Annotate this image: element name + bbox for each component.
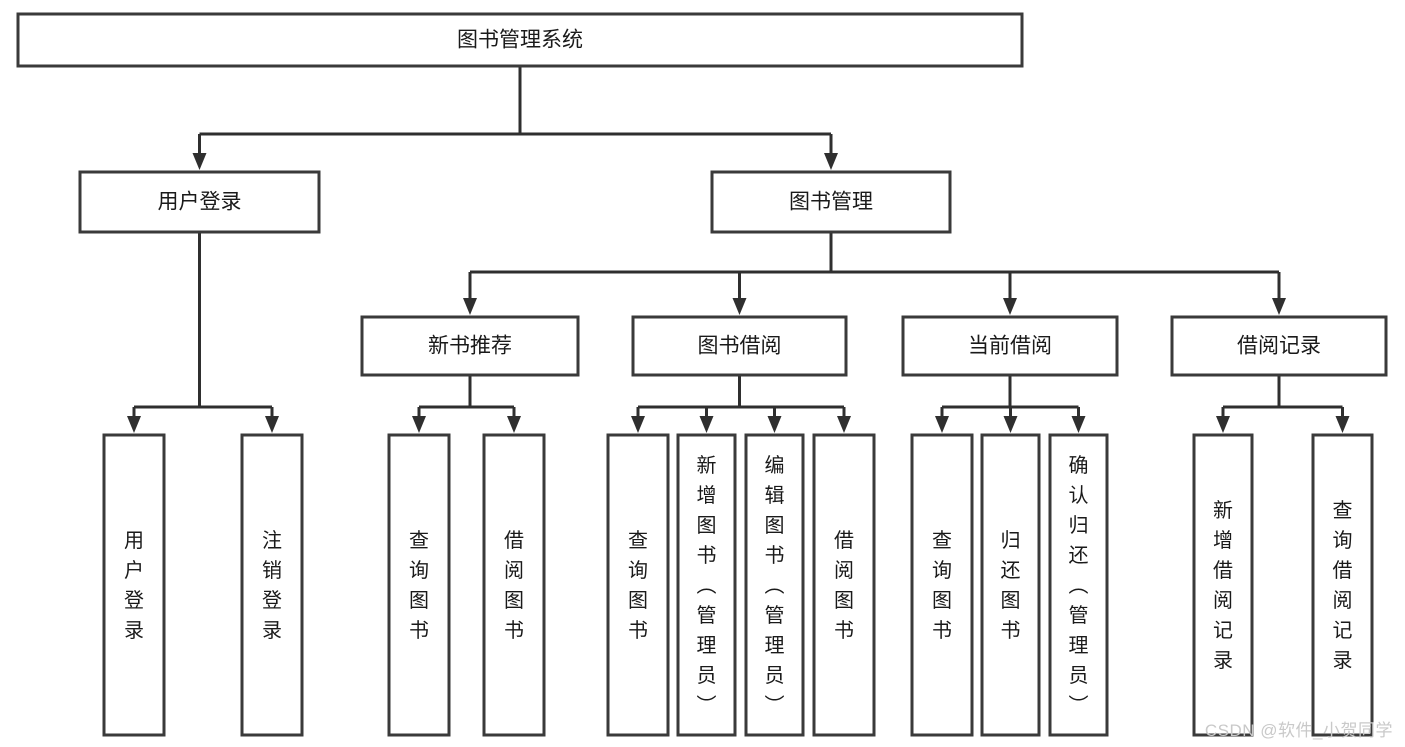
watermark-label: CSDN @软件_小贺同学 xyxy=(1204,721,1393,740)
node-leaf-return-book[interactable]: 归还图书 xyxy=(980,433,1041,737)
node-box-leaf-query-book-1[interactable] xyxy=(387,433,451,737)
node-label-leaf-user-login: 用户登录 xyxy=(124,530,144,642)
node-label-leaf-query-record: 查询借阅记录 xyxy=(1333,499,1353,672)
node-leaf-add-record[interactable]: 新增借阅记录 xyxy=(1192,433,1254,737)
node-box-leaf-return-book[interactable] xyxy=(980,433,1041,737)
node-borrow-record[interactable]: 借阅记录 xyxy=(1170,315,1388,377)
arrow-head-icon xyxy=(192,153,207,170)
edge-group-root xyxy=(192,66,838,170)
node-label-leaf-borrow-book-1: 借阅图书 xyxy=(504,529,524,642)
node-box-leaf-edit-book[interactable] xyxy=(744,433,805,737)
arrow-head-icon xyxy=(767,416,782,433)
node-label-leaf-add-book: 新增图书︵管理员︶ xyxy=(697,454,717,717)
edge-group-borrow_record xyxy=(1216,375,1350,433)
edge-group-book_manage xyxy=(463,232,1286,315)
arrow-head-icon xyxy=(1335,416,1350,433)
arrow-head-icon xyxy=(265,416,279,433)
node-box-current-borrow[interactable] xyxy=(901,315,1119,377)
arrow-head-icon xyxy=(935,416,949,433)
node-box-book-borrow[interactable] xyxy=(631,315,848,377)
node-box-borrow-record[interactable] xyxy=(1170,315,1388,377)
node-box-leaf-query-record[interactable] xyxy=(1311,433,1374,737)
node-box-root[interactable] xyxy=(16,12,1024,68)
node-root[interactable]: 图书管理系统 xyxy=(16,12,1024,68)
node-label-book-borrow: 图书借阅 xyxy=(698,335,782,358)
node-leaf-borrow-book-2[interactable]: 借阅图书 xyxy=(812,433,876,737)
node-leaf-logout[interactable]: 注销登录 xyxy=(240,433,304,737)
node-leaf-add-book[interactable]: 新增图书︵管理员︶ xyxy=(676,433,737,737)
node-label-current-borrow: 当前借阅 xyxy=(968,335,1052,358)
node-label-root: 图书管理系统 xyxy=(457,29,583,52)
edge-group-new_book_rec xyxy=(412,375,521,433)
node-label-leaf-edit-book: 编辑图书︵管理员︶ xyxy=(765,454,785,717)
node-box-leaf-add-book[interactable] xyxy=(676,433,737,737)
node-box-leaf-add-record[interactable] xyxy=(1192,433,1254,737)
node-book-manage[interactable]: 图书管理 xyxy=(710,170,952,234)
node-label-leaf-confirm-return: 确认归还︵管理员︶ xyxy=(1069,454,1089,717)
node-box-leaf-logout[interactable] xyxy=(240,433,304,737)
node-new-book-rec[interactable]: 新书推荐 xyxy=(360,315,580,377)
arrow-head-icon xyxy=(507,416,521,433)
arrow-head-icon xyxy=(1272,298,1286,315)
node-label-book-manage: 图书管理 xyxy=(789,191,873,214)
node-label-leaf-logout: 注销登录 xyxy=(262,529,282,642)
node-leaf-edit-book[interactable]: 编辑图书︵管理员︶ xyxy=(744,433,805,737)
node-leaf-query-book-3[interactable]: 查询图书 xyxy=(910,433,974,737)
node-layer: 图书管理系统用户登录图书管理新书推荐图书借阅当前借阅借阅记录用户登录注销登录查询… xyxy=(16,12,1388,737)
node-box-new-book-rec[interactable] xyxy=(360,315,580,377)
node-box-leaf-user-login[interactable] xyxy=(102,433,166,737)
edge-group-book_borrow xyxy=(631,375,851,433)
node-label-leaf-return-book: 归还图书 xyxy=(1001,529,1021,642)
node-leaf-user-login[interactable]: 用户登录 xyxy=(102,433,166,737)
arrow-head-icon xyxy=(127,416,141,433)
arrow-head-icon xyxy=(837,416,851,433)
arrow-head-icon xyxy=(1071,416,1086,433)
node-box-leaf-confirm-return[interactable] xyxy=(1048,433,1109,737)
node-leaf-query-book-1[interactable]: 查询图书 xyxy=(387,433,451,737)
node-leaf-query-record[interactable]: 查询借阅记录 xyxy=(1311,433,1374,737)
node-label-leaf-add-record: 新增借阅记录 xyxy=(1213,499,1233,672)
edge-group-user_login xyxy=(127,232,279,433)
node-label-leaf-borrow-book-2: 借阅图书 xyxy=(834,529,854,642)
arrow-head-icon xyxy=(824,153,838,170)
arrow-head-icon xyxy=(732,298,747,315)
node-box-leaf-query-book-2[interactable] xyxy=(606,433,670,737)
arrow-head-icon xyxy=(412,416,426,433)
node-box-leaf-query-book-3[interactable] xyxy=(910,433,974,737)
arrow-head-icon xyxy=(1003,416,1018,433)
node-label-borrow-record: 借阅记录 xyxy=(1237,335,1321,358)
node-box-leaf-borrow-book-1[interactable] xyxy=(482,433,546,737)
node-current-borrow[interactable]: 当前借阅 xyxy=(901,315,1119,377)
arrow-head-icon xyxy=(1216,416,1230,433)
node-leaf-query-book-2[interactable]: 查询图书 xyxy=(606,433,670,737)
node-book-borrow[interactable]: 图书借阅 xyxy=(631,315,848,377)
arrow-head-icon xyxy=(463,298,477,315)
node-label-leaf-query-book-3: 查询图书 xyxy=(932,529,952,642)
connector-layer xyxy=(127,66,1350,433)
node-user-login[interactable]: 用户登录 xyxy=(78,170,321,234)
node-box-user-login[interactable] xyxy=(78,170,321,234)
node-label-leaf-query-book-2: 查询图书 xyxy=(628,529,648,642)
edge-group-current_borrow xyxy=(935,375,1086,433)
arrow-head-icon xyxy=(1003,298,1017,315)
node-label-user-login: 用户登录 xyxy=(158,191,242,214)
node-label-leaf-query-book-1: 查询图书 xyxy=(409,529,429,642)
node-label-new-book-rec: 新书推荐 xyxy=(428,335,512,358)
node-box-leaf-borrow-book-2[interactable] xyxy=(812,433,876,737)
arrow-head-icon xyxy=(699,416,714,433)
node-leaf-confirm-return[interactable]: 确认归还︵管理员︶ xyxy=(1048,433,1109,737)
node-box-book-manage[interactable] xyxy=(710,170,952,234)
node-leaf-borrow-book-1[interactable]: 借阅图书 xyxy=(482,433,546,737)
arrow-head-icon xyxy=(631,416,645,433)
